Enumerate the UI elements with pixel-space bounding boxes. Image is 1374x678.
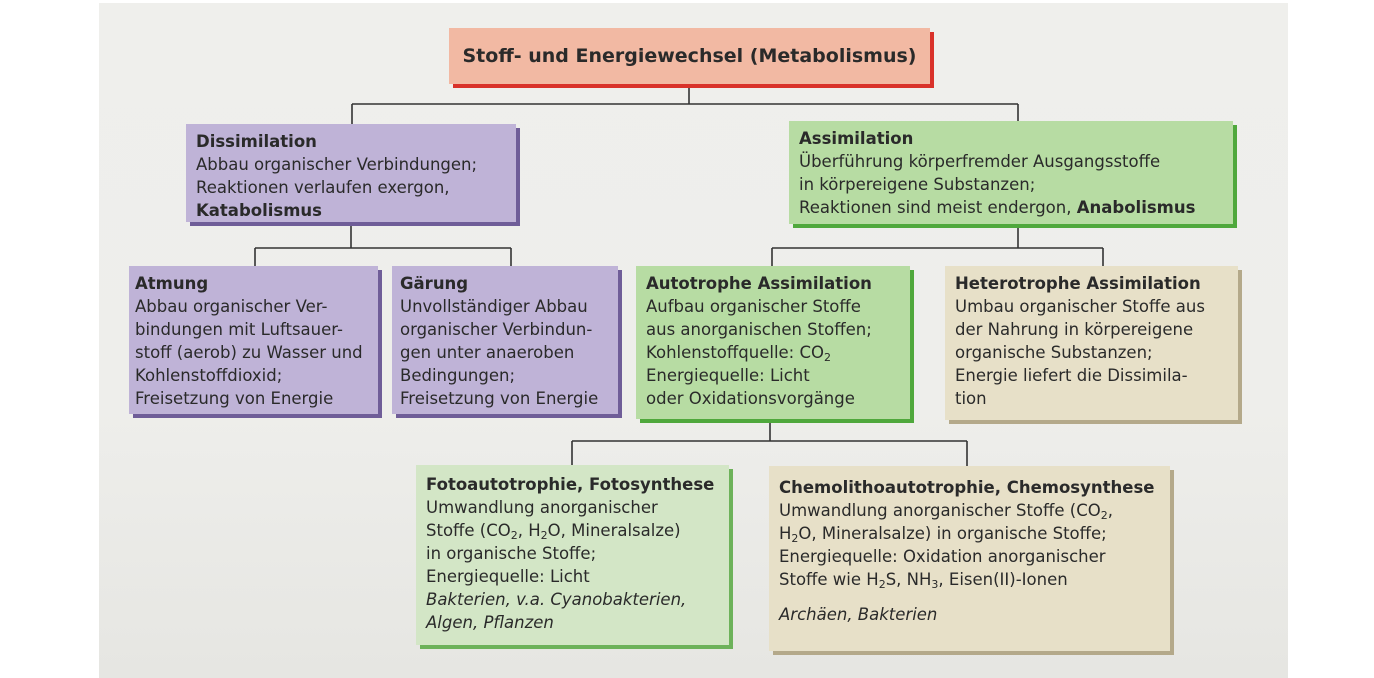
autotrophe-assimilation-box: Autotrophe Assimilation Aufbau organisch… [636,266,910,419]
autotrophe-line-5: oder Oxidationsvorgänge [646,389,855,408]
metabolismus-title: Stoff- und Energiewechsel (Metabolismus) [462,45,917,67]
gaerung-line-5: Freisetzung von Energie [400,389,599,408]
chemo-line-4: Stoffe wie H2S, NH3, Eisen(II)-Ionen [779,570,1068,591]
chemolithoautotrophie-box: Chemolithoautotrophie, Chemosynthese Umw… [769,466,1170,651]
gaerung-line-4: Bedingungen; [400,366,516,385]
autotrophe-title: Autotrophe Assimilation [646,274,872,293]
heterotrophe-line-5: tion [955,389,987,408]
autotrophe-line-2: aus anorganischen Stoffen; [646,320,872,339]
chemo-line-1: Umwandlung anorganischer Stoffe (CO2, [779,501,1113,522]
atmung-line-2: bindungen mit Luftsauer- [135,320,343,339]
atmung-line-5: Freisetzung von Energie [135,389,334,408]
chemo-title: Chemolithoautotrophie, Chemosynthese [779,478,1155,497]
metabolismus-box: Stoff- und Energiewechsel (Metabolismus) [449,28,930,84]
foto-line-4: Energiequelle: Licht [426,567,590,586]
foto-organisms-line-1: Bakterien, v.a. Cyanobakterien, [426,590,687,609]
dissimilation-line-1: Abbau organischer Verbindungen; [196,155,478,174]
anabolismus-term: Anabolismus [1076,198,1196,217]
heterotrophe-line-1: Umbau organischer Stoffe aus [955,297,1205,316]
atmung-title: Atmung [135,274,209,293]
heterotrophe-line-3: organische Substanzen; [955,343,1153,362]
foto-organisms-line-2: Algen, Pflanzen [426,613,554,632]
heterotrophe-title: Heterotrophe Assimilation [955,274,1201,293]
gaerung-title: Gärung [400,274,469,293]
dissimilation-title: Dissimilation [196,132,317,151]
dissimilation-line-2: Reaktionen verlaufen exergon, [196,178,450,197]
autotrophe-line-1: Aufbau organischer Stoffe [646,297,861,316]
atmung-line-1: Abbau organischer Ver- [135,297,328,316]
assimilation-title: Assimilation [799,129,914,148]
gaerung-line-3: gen unter anaeroben [400,343,575,362]
assimilation-line-2: in körpereigene Substanzen; [799,175,1036,194]
atmung-box: Atmung Abbau organischer Ver- bindungen … [129,266,378,414]
chemo-organisms-line: Archäen, Bakterien [779,605,938,624]
gaerung-box: Gärung Unvollständiger Abbau organischer… [392,266,618,414]
gaerung-line-2: organischer Verbindun- [400,320,593,339]
foto-title: Fotoautotrophie, Fotosynthese [426,475,715,494]
chemo-line-3: Energiequelle: Oxidation anorganischer [779,547,1106,566]
autotrophe-line-3: Kohlenstoffquelle: CO2 [646,343,831,364]
heterotrophe-line-2: der Nahrung in körpereigene [955,320,1194,339]
katabolismus-term: Katabolismus [196,201,322,220]
foto-line-1: Umwandlung anorganischer [426,498,658,517]
assimilation-line-1: Überführung körperfremder Ausgangsstoffe [799,152,1161,171]
dissimilation-box: Dissimilation Abbau organischer Verbindu… [186,124,516,222]
heterotrophe-assimilation-box: Heterotrophe Assimilation Umbau organisc… [945,266,1238,420]
assimilation-box: Assimilation Überführung körperfremder A… [789,121,1233,224]
heterotrophe-line-4: Energie liefert die Dissimila- [955,366,1188,385]
atmung-line-3: stoff (aerob) zu Wasser und [135,343,363,362]
atmung-line-4: Kohlenstoffdioxid; [135,366,283,385]
foto-line-3: in organische Stoffe; [426,544,597,563]
foto-line-2: Stoffe (CO2, H2O, Mineralsalze) [426,521,681,542]
assimilation-line-3: Reaktionen sind meist endergon, [799,198,1077,217]
chemo-line-2: H2O, Mineralsalze) in organische Stoffe; [779,524,1107,545]
gaerung-line-1: Unvollständiger Abbau [400,297,588,316]
autotrophe-line-4: Energiequelle: Licht [646,366,810,385]
fotoautotrophie-box: Fotoautotrophie, Fotosynthese Umwandlung… [416,465,729,645]
